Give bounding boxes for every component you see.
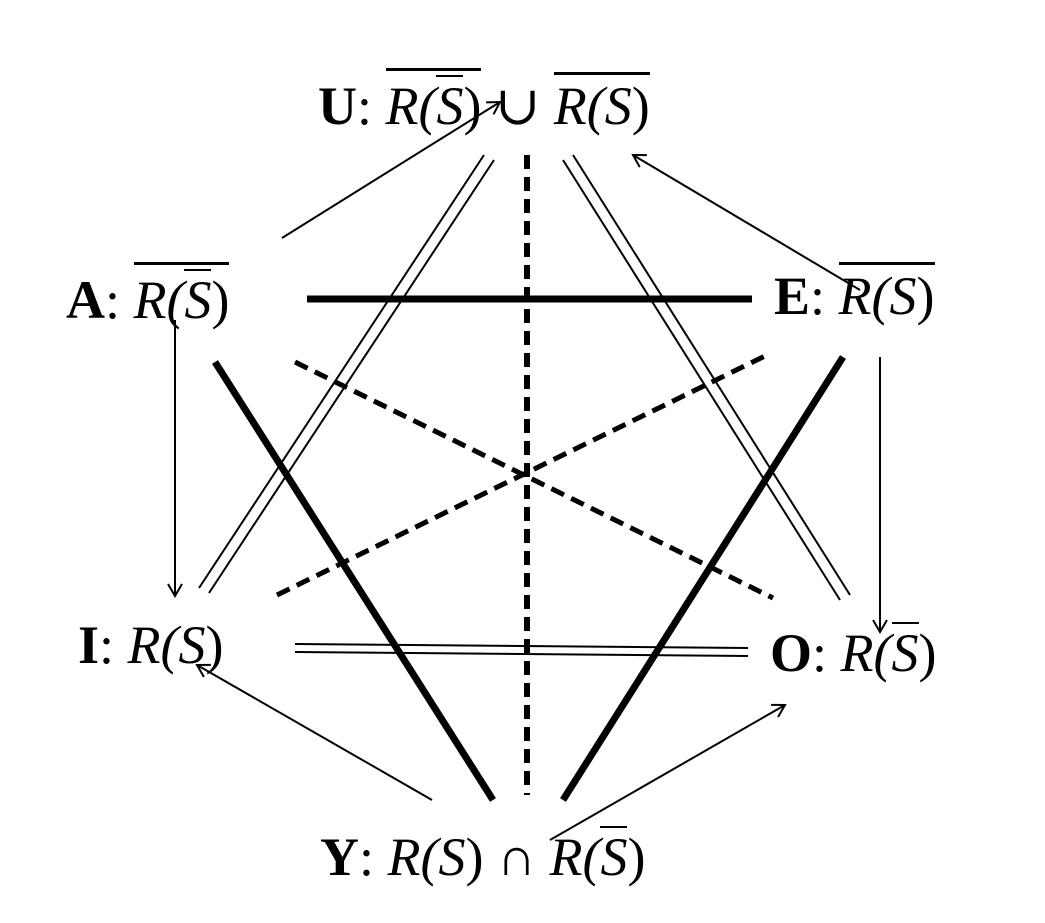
edge-U-O-subcontrary (562, 154, 851, 601)
arrow-Y-to-O (549, 703, 787, 841)
node-letter: I (78, 615, 100, 675)
complement-overline: R(S) (838, 262, 935, 326)
formula-part: S (178, 615, 206, 675)
node-E: E: R(S) (774, 262, 935, 323)
complement-overline: S (891, 622, 919, 683)
node-I: I: R(S) (78, 618, 223, 672)
formula-part: S (438, 827, 466, 887)
complement-overline: S (436, 75, 464, 136)
formula-part: R( (133, 270, 185, 330)
colon: : (359, 827, 375, 887)
formula-part: ) (631, 76, 650, 136)
edge-A-O-contradiction (293, 359, 775, 601)
node-letter: A (66, 270, 105, 330)
complement-overline: R(S) (553, 72, 650, 136)
formula-part: S (600, 827, 628, 887)
formula-part: R( (387, 827, 439, 887)
node-letter: O (770, 623, 813, 683)
formula-part: ) (205, 615, 224, 675)
formula-part: ) (916, 266, 935, 326)
node-O: O: R(S) (770, 622, 936, 680)
formula-part: R( (549, 827, 601, 887)
node-Y: Y: R(S) ∩ R(S) (320, 826, 645, 884)
colon: : (105, 270, 121, 330)
formula-part: S (604, 76, 632, 136)
edge-A-Y-contrary (212, 360, 496, 802)
node-letter: E (774, 266, 811, 326)
node-U: U: R(S) ∪ R(S) (318, 68, 650, 133)
formula-part: S (891, 623, 919, 683)
edge-U-I-subcontrary (198, 154, 495, 594)
formula-part: R( (838, 266, 890, 326)
complement-overline: R(S) (385, 68, 482, 136)
node-A: A: R(S) (66, 262, 230, 330)
colon: : (99, 615, 115, 675)
colon: : (812, 623, 828, 683)
formula-part: ) (918, 623, 937, 683)
intersection-operator: ∩ (496, 827, 536, 887)
node-letter: U (318, 76, 357, 136)
edge-I-O-subcontrary (294, 643, 749, 657)
formula-part: R( (553, 76, 605, 136)
colon: : (810, 266, 826, 326)
arrow-A-to-U (281, 100, 502, 239)
formula-part: S (889, 266, 917, 326)
node-letter: Y (320, 827, 359, 887)
complement-overline: S (184, 269, 212, 330)
colon: : (357, 76, 373, 136)
formula-part: R( (840, 623, 892, 683)
edge-E-Y-contrary (560, 355, 846, 802)
arrow-Y-to-I (195, 663, 433, 801)
edge-E-I-contradiction (275, 352, 769, 598)
formula-part: R( (127, 615, 179, 675)
complement-overline: S (600, 826, 628, 887)
formula-part: ) (627, 827, 646, 887)
formula-part: ) (463, 76, 482, 136)
formula-part: S (436, 76, 464, 136)
formula-part: ) (465, 827, 484, 887)
complement-overline: R(S) (133, 262, 230, 330)
arrow-E-to-U (631, 153, 861, 291)
formula-part: R( (385, 76, 437, 136)
formula-part: ) (211, 270, 230, 330)
formula-part: S (184, 270, 212, 330)
union-operator: ∪ (494, 76, 541, 136)
